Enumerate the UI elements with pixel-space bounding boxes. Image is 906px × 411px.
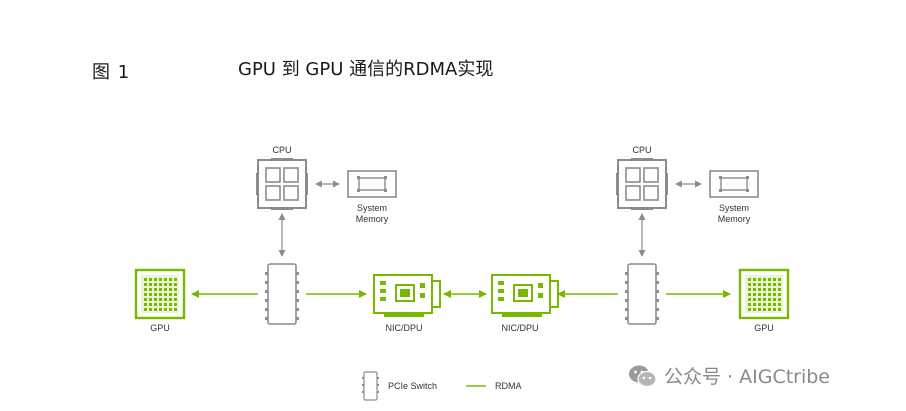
right-gpu-label: GPU: [754, 323, 774, 333]
wechat-icon: [629, 365, 657, 387]
right-cpu-icon: [615, 157, 669, 211]
right-memory-icon: [709, 170, 759, 198]
right-cpu-label: CPU: [632, 145, 651, 155]
right-gpu-icon: [738, 268, 790, 320]
legend-rdma-label: RDMA: [495, 381, 522, 391]
left-nic-label: NIC/DPU: [385, 323, 422, 333]
right-nic-label: NIC/DPU: [501, 323, 538, 333]
legend: PCIe Switch RDMA: [362, 371, 522, 401]
left-gpu-label: GPU: [150, 323, 170, 333]
right-memory-label-1: System: [719, 203, 749, 213]
left-cpu-label: CPU: [272, 145, 291, 155]
right-memory-label-2: Memory: [718, 214, 751, 224]
legend-pcie-icon: [363, 371, 378, 401]
watermark: 公众号 · AIGCtribe: [628, 362, 830, 389]
left-memory-label-1: System: [357, 203, 387, 213]
watermark-text: 公众号 · AIGCtribe: [664, 366, 830, 388]
left-gpu-icon: [134, 268, 186, 320]
left-pcie-switch-icon: [264, 263, 300, 325]
right-nic-icon: [491, 274, 559, 318]
figure-label: 图 1: [92, 62, 131, 83]
right-pcie-switch-icon: [624, 263, 660, 325]
left-memory-label-2: Memory: [356, 214, 389, 224]
left-cpu-icon: [255, 157, 309, 211]
left-memory-icon: [347, 170, 397, 198]
legend-pcie-label: PCIe Switch: [388, 381, 437, 391]
figure-title: GPU 到 GPU 通信的RDMA实现: [238, 59, 494, 80]
left-nic-icon: [373, 274, 441, 318]
